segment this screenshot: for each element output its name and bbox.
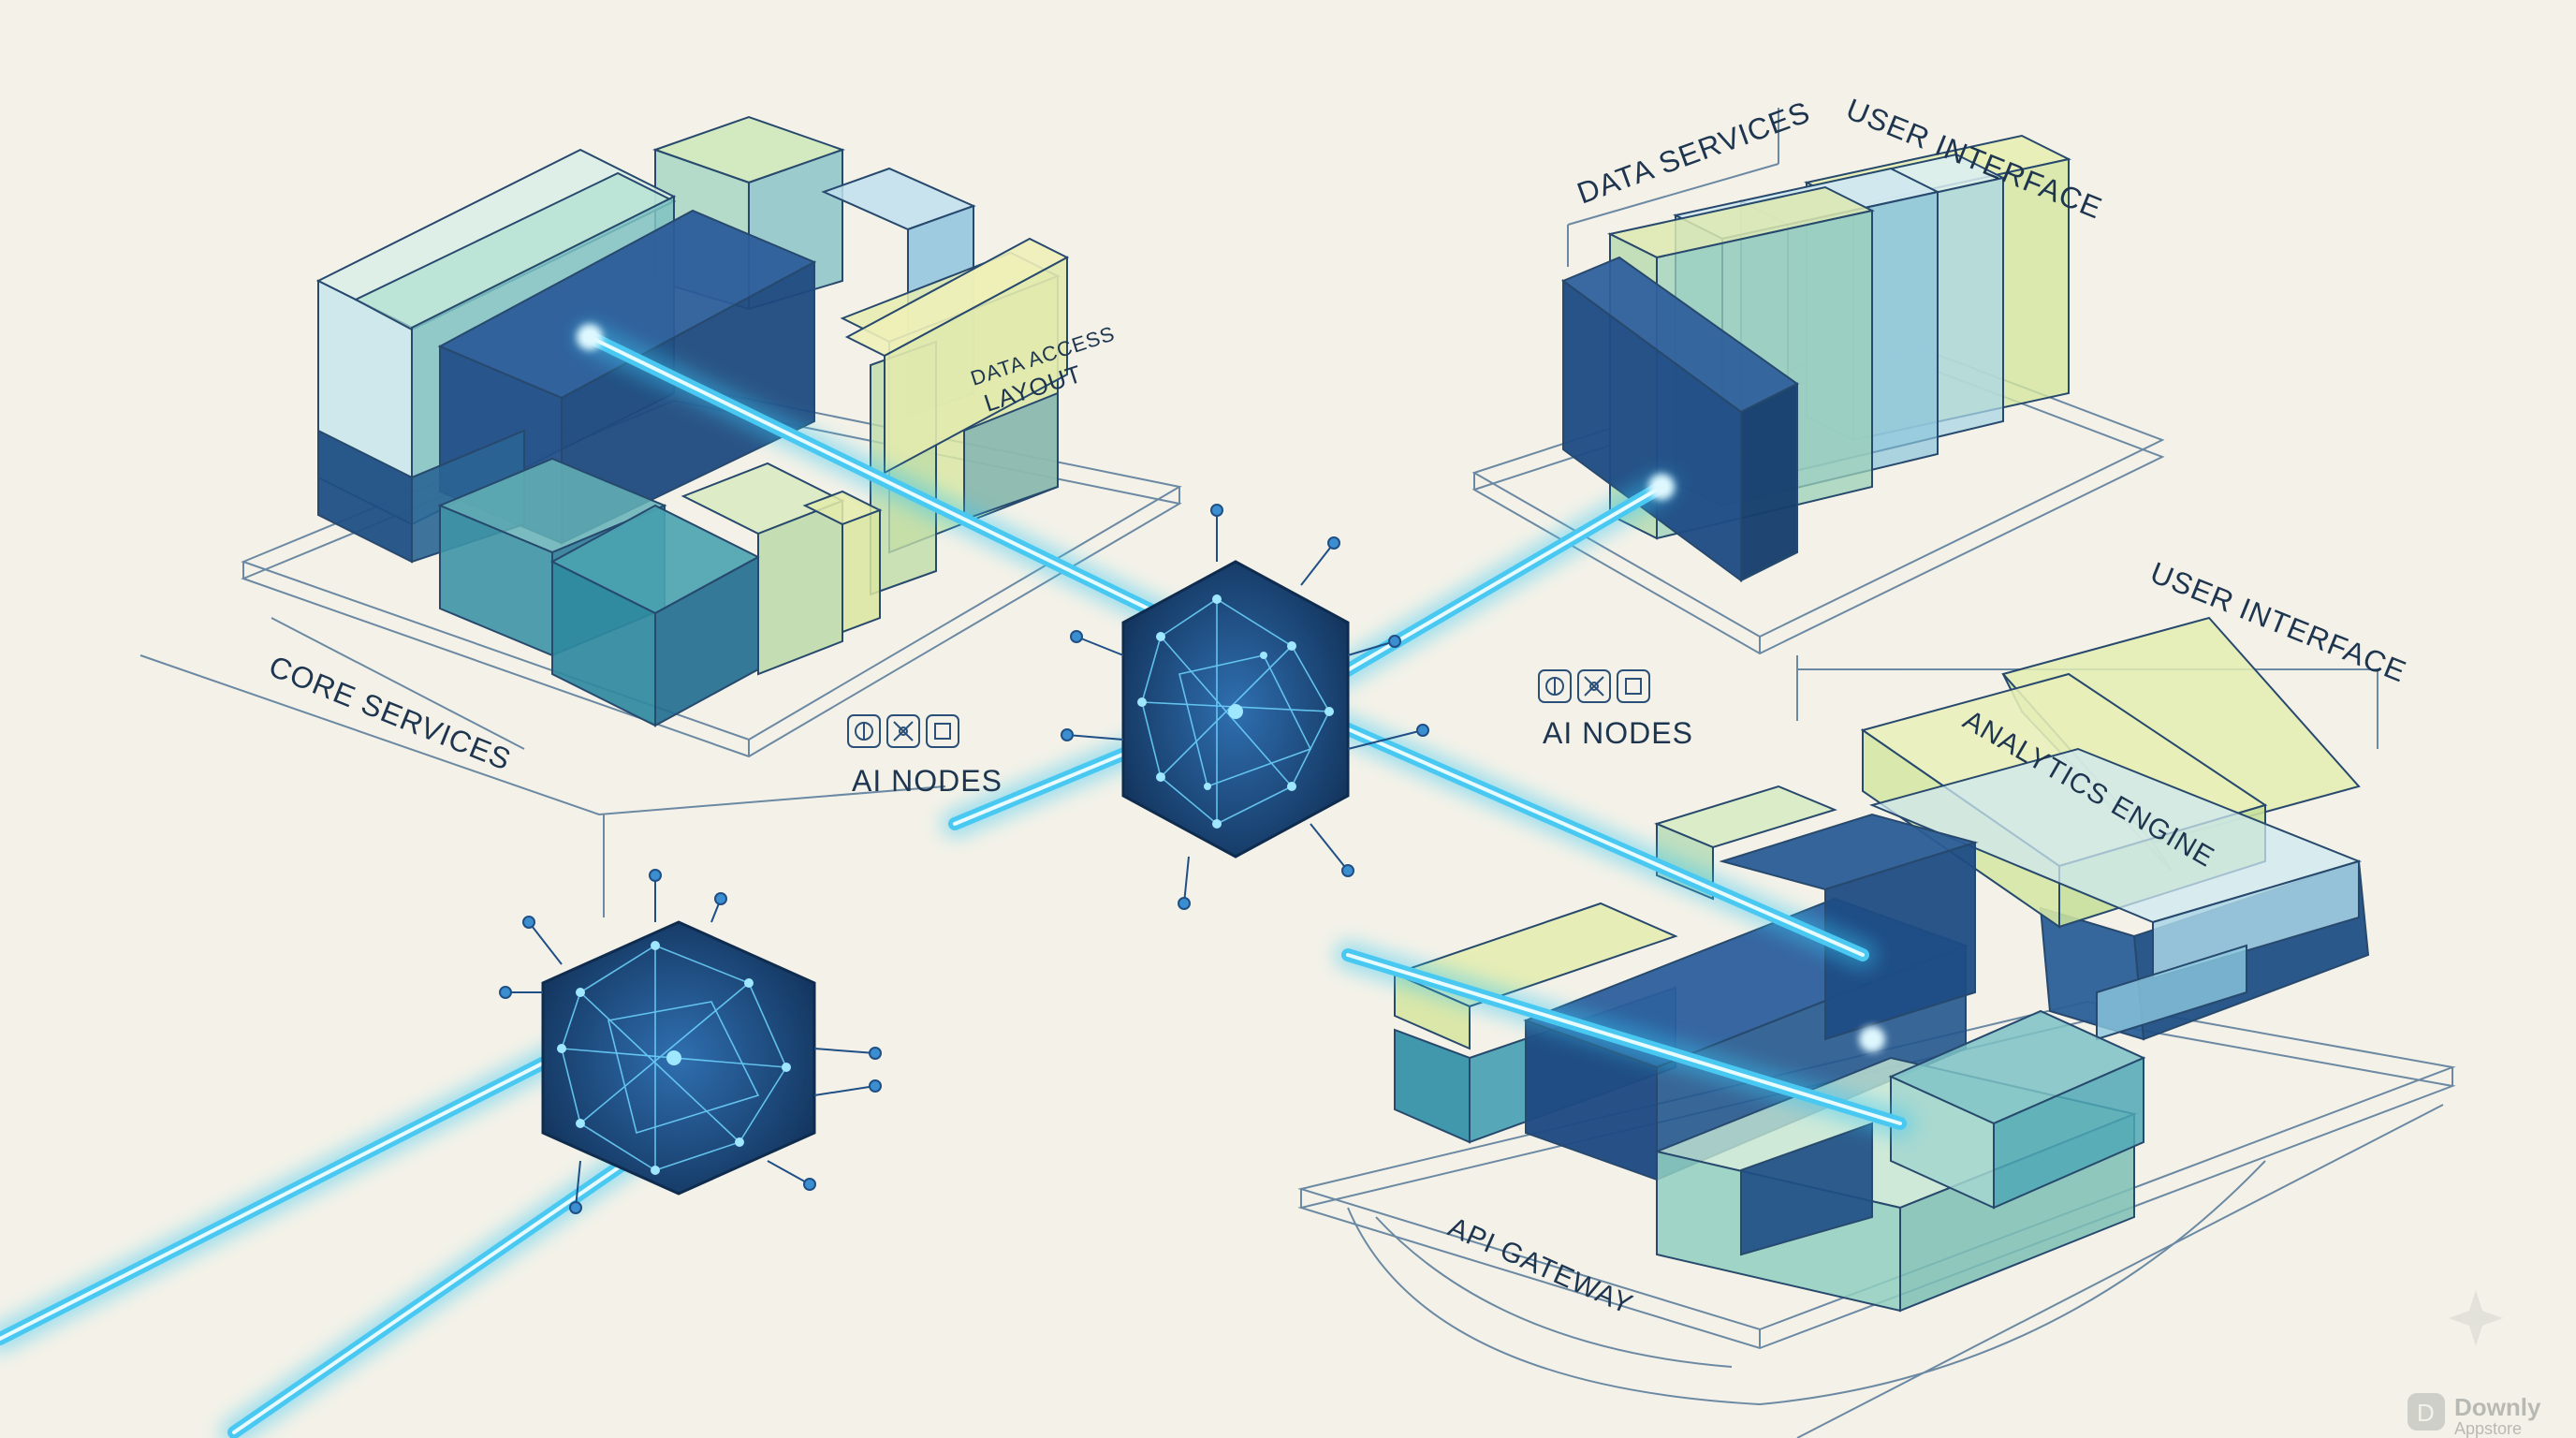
downly-logo-icon: D [2408,1393,2445,1431]
network-icon [886,714,920,748]
analytics-engine-cluster [1392,616,2370,1313]
ai-nodes-icons-left [847,714,959,748]
svg-text:D: D [2417,1399,2435,1427]
label-ai-nodes-left: AI NODES [852,764,1003,798]
label-core-services: CORE SERVICES [264,649,516,777]
core-services-cluster [315,115,1070,727]
network-icon [1577,669,1611,703]
brain-icon [1538,669,1572,703]
sparkle-icon [2449,1290,2503,1346]
chip-icon [926,714,959,748]
brain-icon [847,714,881,748]
label-ai-nodes-right: AI NODES [1543,716,1693,750]
ai-nodes-icons-right [1538,669,1650,703]
watermark: D Downly Appstore [2408,1290,2541,1438]
watermark-name: Downly [2454,1393,2541,1421]
label-api-gateway: API GATEWAY [1443,1211,1637,1320]
ai-hub-left [499,869,882,1214]
data-services-cluster [1560,134,2071,582]
ai-hub-center [1061,504,1429,910]
chip-icon [1617,669,1650,703]
watermark-sub: Appstore [2454,1419,2522,1438]
